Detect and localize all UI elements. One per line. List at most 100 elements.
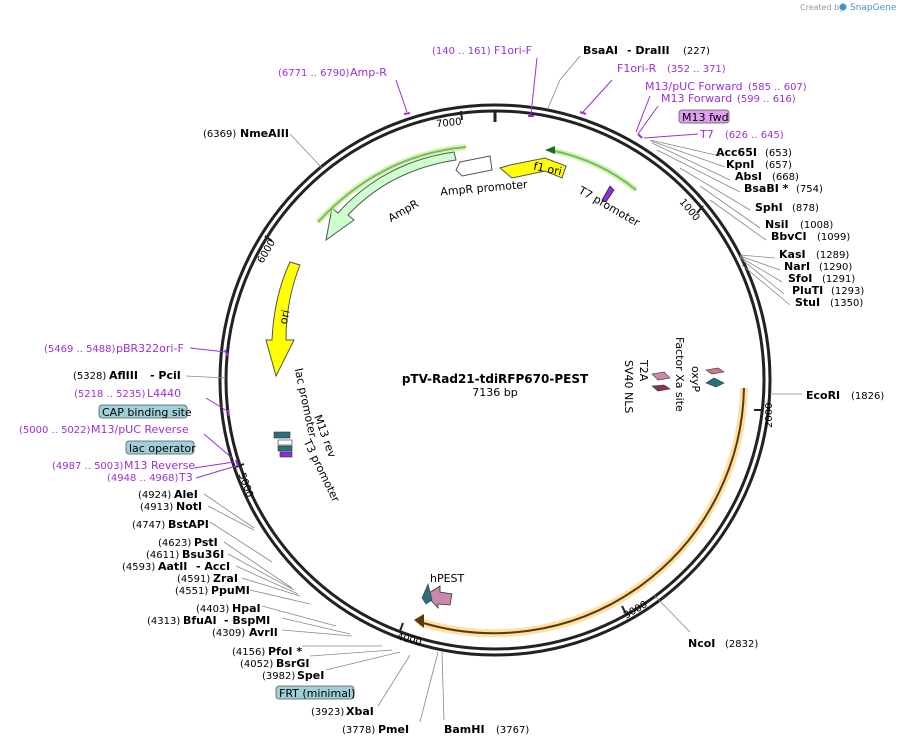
svg-text:ZraI: ZraI	[213, 572, 238, 585]
feature-oxyp: oxyP	[689, 366, 702, 392]
svg-text:BsrGI: BsrGI	[276, 657, 309, 670]
feature-ori: ori	[277, 309, 293, 326]
svg-text:AflIII: AflIII	[109, 369, 138, 382]
svg-text:(1293): (1293)	[831, 286, 864, 297]
svg-text:(5469 .. 5488): (5469 .. 5488)	[44, 344, 116, 355]
svg-text:(1099): (1099)	[817, 232, 850, 243]
svg-text:(585 .. 607): (585 .. 607)	[748, 82, 807, 93]
enzyme-labels: BsaAI - DraIII (227) Acc65I (653) KpnI (…	[73, 44, 884, 736]
svg-text:F1ori-F: F1ori-F	[494, 44, 532, 57]
primer-marks	[224, 111, 643, 467]
gene-arc[interactable]	[418, 387, 748, 638]
svg-text:(653): (653)	[765, 148, 792, 159]
svg-text:(599 .. 616): (599 .. 616)	[737, 94, 796, 105]
svg-text:(4924): (4924)	[138, 490, 171, 501]
feature-t2a: T2A	[637, 359, 650, 382]
svg-text:NotI: NotI	[176, 500, 202, 513]
svg-text:BamHI: BamHI	[444, 723, 485, 736]
tick-label-5000: 5000	[236, 472, 255, 500]
svg-text:BbvCI: BbvCI	[771, 230, 807, 243]
credit-prefix: Created by	[800, 3, 844, 12]
svg-text:PluTI: PluTI	[792, 284, 823, 297]
svg-text:M13/pUC Forward: M13/pUC Forward	[645, 80, 743, 93]
ampr-promoter-arrow[interactable]	[455, 155, 493, 177]
svg-text:(4593): (4593)	[122, 562, 155, 573]
primer-labels: (140 .. 161) F1ori-F F1ori-R (352 .. 371…	[19, 44, 807, 484]
svg-text:(626 .. 645): (626 .. 645)	[725, 130, 784, 141]
t7-promoter-arrow[interactable]	[601, 185, 615, 203]
box-m13-fwd: M13 fwd	[682, 111, 729, 124]
svg-text:(4747): (4747)	[132, 520, 165, 531]
svg-text:BfuAI: BfuAI	[183, 614, 217, 627]
snapgene-logo-icon	[839, 3, 847, 11]
svg-text:SpeI: SpeI	[297, 669, 324, 682]
svg-text:(878): (878)	[792, 203, 819, 214]
svg-text:(5328): (5328)	[73, 371, 106, 382]
box-cap-binding-site: CAP binding site	[102, 406, 192, 419]
enz-bsaai-pos: (227)	[683, 46, 710, 57]
svg-text:(4611): (4611)	[146, 550, 179, 561]
sv40-nls-arrow[interactable]	[651, 384, 671, 392]
svg-text:(3923): (3923)	[311, 707, 344, 718]
backbone-outer	[218, 103, 772, 657]
svg-text:(6771 .. 6790): (6771 .. 6790)	[278, 68, 350, 79]
svg-text:(4913): (4913)	[140, 502, 173, 513]
feature-sv40-nls: SV40 NLS	[622, 360, 635, 413]
boxed-labels: M13 fwd CAP binding site lac operator FR…	[98, 109, 730, 700]
oxyp-arrow[interactable]	[705, 377, 725, 388]
credit-brand: SnapGene	[850, 3, 897, 13]
svg-text:(4948 .. 4968): (4948 .. 4968)	[107, 473, 179, 484]
svg-text:T7: T7	[699, 128, 714, 141]
tick-label-2000: 2000	[764, 403, 775, 428]
svg-text:(1291): (1291)	[822, 274, 855, 285]
svg-text:AatII: AatII	[158, 560, 187, 573]
primer-leaders	[189, 57, 699, 479]
plasmid-size: 7136 bp	[472, 386, 517, 399]
enz-bsaai-2: - DraIII	[627, 44, 670, 57]
f1-ori-arrow[interactable]	[498, 157, 567, 179]
svg-text:AbsI: AbsI	[735, 170, 762, 183]
svg-text:(4987 .. 5003): (4987 .. 5003)	[52, 461, 124, 472]
ori-arrow[interactable]	[265, 261, 301, 378]
svg-text:(4313): (4313)	[147, 616, 180, 627]
svg-text:KpnI: KpnI	[726, 158, 754, 171]
ampr-arrow[interactable]	[325, 151, 457, 242]
svg-text:Bsu36I: Bsu36I	[182, 548, 224, 561]
svg-text:SphI: SphI	[755, 201, 783, 214]
svg-text:(140 .. 161): (140 .. 161)	[432, 46, 491, 57]
hpest-arrow[interactable]	[425, 585, 453, 610]
svg-text:XbaI: XbaI	[346, 705, 374, 718]
enzyme-leaders	[185, 55, 802, 723]
svg-text:AleI: AleI	[174, 488, 198, 501]
svg-text:- AccI: - AccI	[196, 560, 230, 573]
svg-text:(4403): (4403)	[196, 604, 229, 615]
tick-label-1000: 1000	[677, 197, 702, 224]
svg-text:- BspMI: - BspMI	[224, 614, 270, 627]
svg-text:(352 .. 371): (352 .. 371)	[667, 64, 726, 75]
svg-text:(4623): (4623)	[158, 538, 191, 549]
plasmid-name: pTV-Rad21-tdiRFP670-PEST	[402, 372, 589, 386]
factor-xa-arrow[interactable]	[705, 367, 725, 375]
svg-text:(5000 .. 5022): (5000 .. 5022)	[19, 425, 91, 436]
svg-text:Amp-R: Amp-R	[350, 66, 387, 79]
svg-text:T3: T3	[178, 471, 193, 484]
svg-text:(4156): (4156)	[232, 647, 265, 658]
svg-text:AvrII: AvrII	[249, 626, 278, 639]
svg-text:F1ori-R: F1ori-R	[617, 62, 657, 75]
svg-text:StuI: StuI	[795, 296, 820, 309]
tick-label-3000: 3000	[622, 599, 650, 621]
svg-text:Acc65I: Acc65I	[716, 146, 757, 159]
svg-text:NmeAIII: NmeAIII	[240, 127, 289, 140]
t2a-arrow[interactable]	[651, 371, 671, 381]
tick-label-7000: 7000	[436, 117, 462, 131]
svg-text:- PciI: - PciI	[150, 369, 181, 382]
svg-text:(5218 .. 5235): (5218 .. 5235)	[74, 389, 146, 400]
svg-text:BstAPI: BstAPI	[168, 518, 209, 531]
enz-bsaai: BsaAI	[583, 44, 618, 57]
box-frt-minimal: FRT (minimal)	[279, 687, 355, 700]
svg-text:(3982): (3982)	[262, 671, 295, 682]
lac-region	[273, 431, 293, 458]
svg-text:(4591): (4591)	[177, 574, 210, 585]
svg-text:(3778): (3778)	[342, 725, 375, 736]
svg-text:(3767): (3767)	[496, 725, 529, 736]
